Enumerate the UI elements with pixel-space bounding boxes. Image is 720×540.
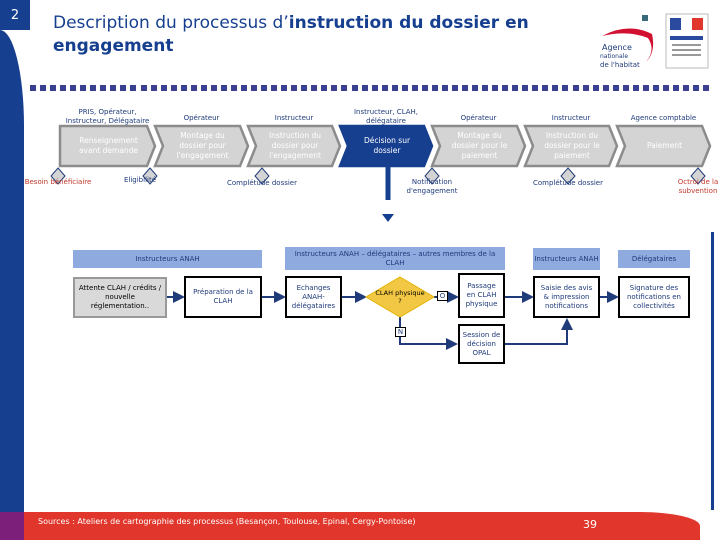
- page-number: 39: [583, 518, 597, 531]
- svg-text:de l'habitat: de l'habitat: [600, 61, 640, 69]
- milestone-diamond-icon: [560, 167, 576, 185]
- chevron-role: Instructeur: [551, 114, 591, 122]
- chevron-label: Montage du dossier pour le paiement: [451, 131, 508, 160]
- section-number: 2: [0, 0, 30, 30]
- step-passage: Passage en CLAH physique: [458, 273, 505, 318]
- chevron-role: Agence comptable: [630, 114, 697, 122]
- milestone-diamond-icon: [142, 167, 158, 185]
- page-title: Description du processus d’instruction d…: [53, 12, 573, 58]
- yes-label: O: [437, 291, 448, 301]
- milestone-label: Notification d'engagement: [406, 178, 458, 195]
- chevron-step: [338, 124, 434, 168]
- milestone-label: Octroi de la subvention: [677, 178, 719, 195]
- chevron-role: Opérateur: [460, 114, 497, 122]
- no-label: N: [395, 327, 406, 337]
- chevron-step: [246, 124, 342, 168]
- chevron-label: Paiement: [646, 141, 683, 150]
- milestone-diamond-icon: [690, 167, 706, 185]
- step-echanges: Echanges ANAH-délégataires: [285, 276, 342, 318]
- step-session: Session de décision OPAL: [458, 324, 505, 364]
- chevron-label: Renseignement avant demande: [78, 136, 139, 155]
- chevron-role: PRIS, Opérateur, Instructeur, Délégatair…: [65, 108, 150, 125]
- left-decor-band: [0, 30, 24, 512]
- chevron-step: [615, 124, 712, 168]
- milestone-label: Complétude dossier: [533, 179, 603, 187]
- footer-bar: [24, 512, 700, 540]
- svg-text:Agence: Agence: [602, 43, 632, 52]
- step-signature: Signature des notifications en collectiv…: [618, 276, 690, 318]
- chevron-step: [430, 124, 527, 168]
- lane-header: Instructeurs ANAH: [533, 248, 600, 270]
- decision-label: CLAH physique ?: [375, 289, 425, 305]
- milestone-label: Besoin bénéficiaire: [24, 178, 92, 186]
- frame-line: [711, 232, 714, 510]
- chevron-step: [523, 124, 619, 168]
- step-preparation: Préparation de la CLAH: [184, 276, 262, 318]
- chevron-step: [58, 124, 157, 168]
- lane-header: Délégataires: [618, 250, 690, 268]
- process-chevrons: [50, 124, 712, 200]
- milestone-diamond-icon: [424, 167, 440, 185]
- lane-header: Instructeurs ANAH – délégataires – autre…: [285, 247, 505, 270]
- decision-diamond: [365, 276, 435, 318]
- chevron-label: Instruction du dossier pour le paiement: [544, 131, 600, 160]
- chevron-role: Instructeur: [274, 114, 314, 122]
- left-decor-purple: [0, 512, 24, 540]
- anah-logo: Agence nationale de l'habitat: [600, 13, 709, 69]
- chevron-role: Opérateur: [183, 114, 220, 122]
- step-saisie: Saisie des avis & impression notificatio…: [533, 276, 600, 318]
- chevron-role: Instructeur, CLAH, délégataire: [353, 108, 419, 125]
- title-bold: instruction du dossier en: [288, 13, 529, 33]
- sources-note: Sources : Ateliers de cartographie des p…: [38, 517, 416, 526]
- lane-header: Instructeurs ANAH: [73, 250, 262, 268]
- step-attente: Attente CLAH / crédits / nouvelle réglem…: [73, 277, 167, 318]
- svg-text:nationale: nationale: [600, 53, 628, 60]
- chevron-label: Montage du dossier pour l'engagement: [176, 131, 229, 160]
- chevron-label: Instruction du dossier pour l'engagement: [268, 131, 322, 160]
- chevron-step: [153, 124, 250, 168]
- milestone-label: Eligibilité: [123, 176, 157, 184]
- title-bold-2: engagement: [53, 36, 174, 56]
- milestone-label: Complétude dossier: [227, 179, 297, 187]
- chevron-label: Décision sur dossier: [363, 136, 411, 155]
- title-normal: Description du processus d’: [53, 13, 289, 33]
- milestone-diamond-icon: [50, 167, 66, 185]
- milestone-diamond-icon: [254, 167, 270, 185]
- dotted-divider: [30, 85, 710, 91]
